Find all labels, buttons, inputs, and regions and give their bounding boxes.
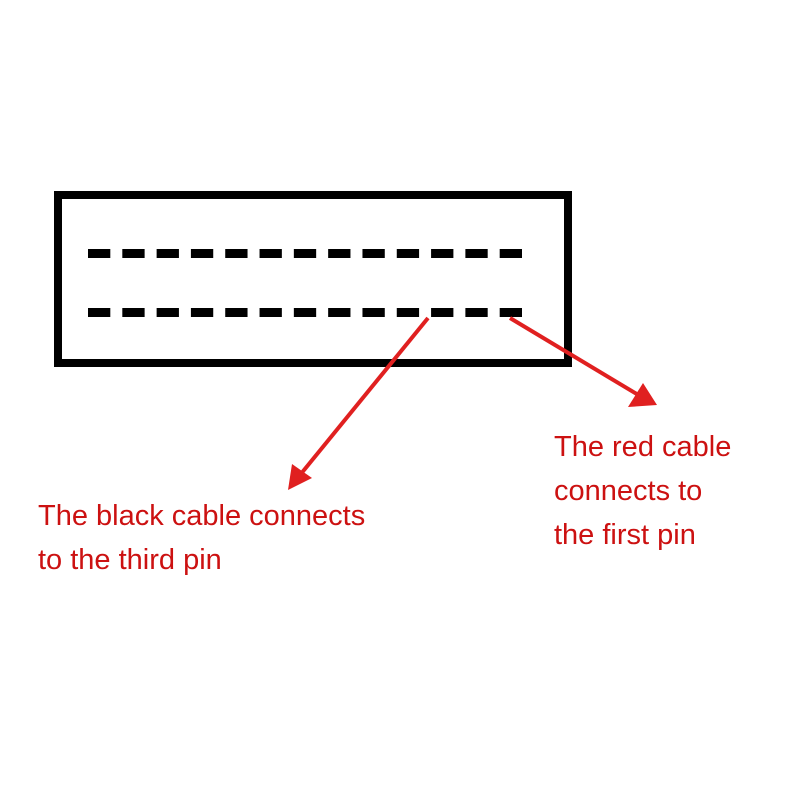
black-cable-label-line2: to the third pin [38,544,222,576]
pin-bottom-12 [465,308,488,317]
pin-top-13 [499,249,522,258]
pin-bottom-11 [431,308,454,317]
red-cable-arrow [508,316,657,407]
pin-top-9 [362,249,385,258]
pin-row-bottom [88,308,522,317]
pin-top-4 [190,249,214,258]
pin-bottom-2 [122,308,145,317]
pin-bottom-4 [190,308,214,317]
pin-bottom-6 [259,308,282,317]
pin-bottom-5 [225,308,248,317]
pin-top-6 [259,249,282,258]
black-cable-label: The black cable connects to the third pi… [38,494,365,582]
pin-top-1 [88,249,111,258]
pin-bottom-3 [156,308,179,317]
black-cable-arrow [288,316,430,490]
pin-bottom-8 [328,308,351,317]
pin-top-3 [156,249,179,258]
red-cable-label-line1: The red cable [554,431,732,463]
pin-top-8 [328,249,351,258]
pin-top-5 [225,249,248,258]
connector-housing [54,191,572,367]
pin-bottom-9 [362,308,385,317]
pin-bottom-7 [293,308,317,317]
red-cable-label: The red cable connects to the first pin [554,425,731,557]
pin-top-7 [293,249,317,258]
pin-row-top [88,249,522,258]
pin-top-10 [396,249,420,258]
pin-bottom-13 [499,308,522,317]
red-cable-label-line3: the first pin [554,519,696,551]
pin-top-12 [465,249,488,258]
red-cable-label-line2: connects to [554,475,703,507]
black-cable-label-line1: The black cable connects [38,500,366,532]
pin-top-2 [122,249,145,258]
pin-bottom-1 [88,308,111,317]
pin-top-11 [431,249,454,258]
pin-bottom-10 [396,308,420,317]
